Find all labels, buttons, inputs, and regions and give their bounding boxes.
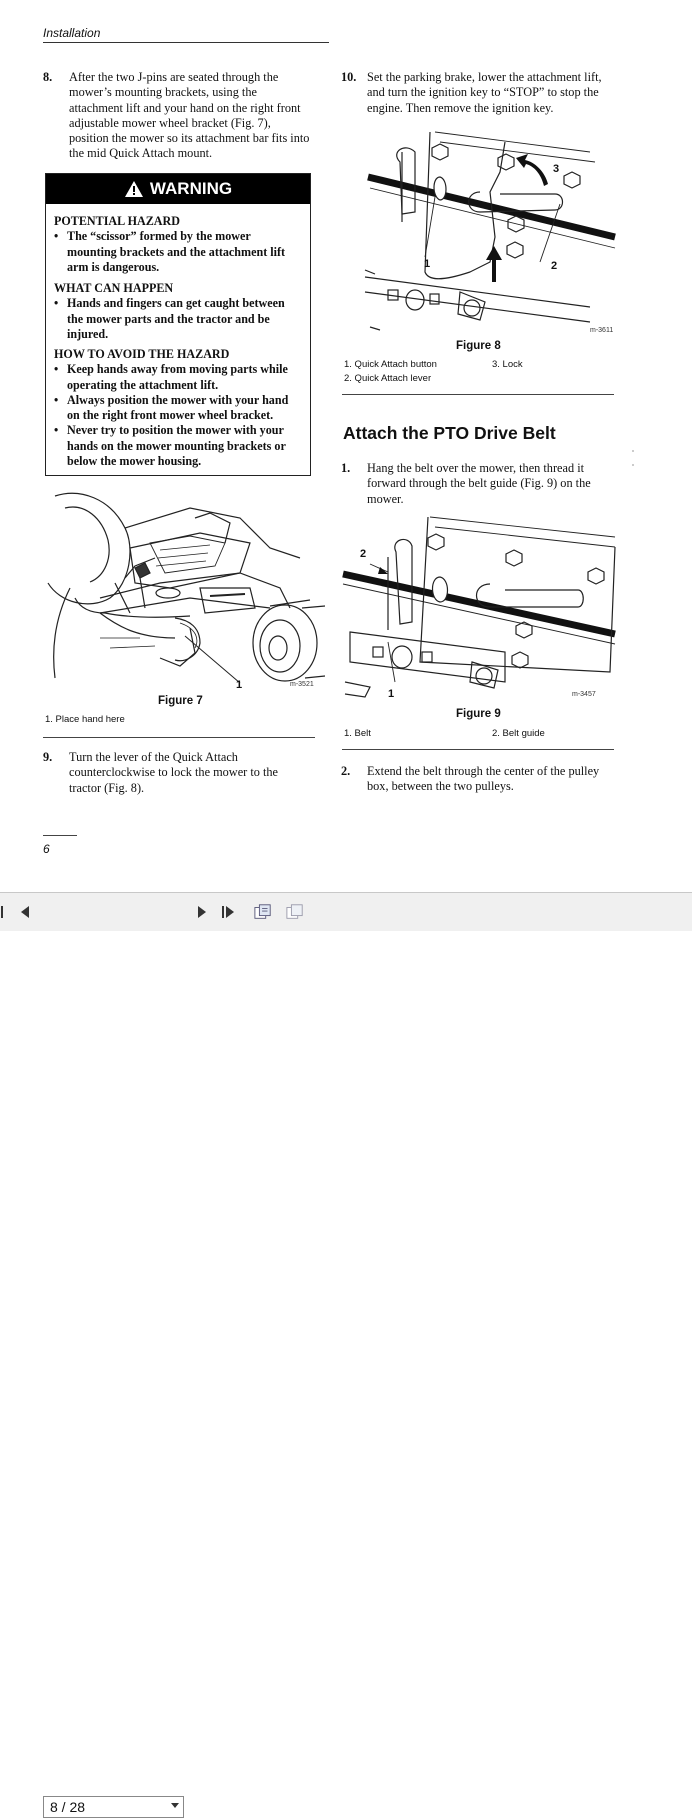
figure-9-caption: Figure 9 [456,708,501,720]
hazard-heading: POTENTIAL HAZARD [54,214,180,228]
line: hands on the mower mounting brackets or [67,438,286,453]
line: and turn the ignition key to “STOP” to s… [367,85,599,100]
figure-8-callout-1: 1 [424,258,430,270]
warning-box: WARNING POTENTIAL HAZARD The “scissor” f… [45,173,311,476]
figure-8-caption: Figure 8 [456,340,501,352]
step-text: Extend the belt through the center of th… [367,764,599,795]
figure-8-legend-item: 3. Lock [492,359,523,370]
line: position the mower so its attachment bar… [69,131,310,146]
step-number: 1. [341,461,351,475]
line: Always position the mower with your hand [67,392,289,407]
figure-7-legend-item: 1. Place hand here [45,714,125,725]
avoid-hazard-section: HOW TO AVOID THE HAZARD Keep hands away … [54,347,288,469]
hazard-bullet: Never try to position the mower with you… [54,423,288,469]
warning-title: WARNING [149,179,233,198]
hazard-heading: HOW TO AVOID THE HAZARD [54,347,230,361]
hazard-bullet: Keep hands away from moving parts while … [54,362,288,393]
line: Set the parking brake, lower the attachm… [367,70,602,84]
line: Never try to position the mower with you… [67,423,284,438]
fit-page-icon[interactable] [254,903,272,921]
page-number-value: 8 / 28 [50,1799,86,1815]
hazard-bullet: Always position the mower with your hand… [54,393,288,424]
line: mower. [367,491,404,506]
viewer-toolbar: 8 / 28 [0,892,692,1818]
line: on the right front mower wheel bracket. [67,408,274,423]
section-title: Attach the PTO Drive Belt [343,423,556,443]
warning-banner: WARNING [46,174,310,204]
hazard-heading: WHAT CAN HAPPEN [54,281,174,295]
step-number: 10. [341,70,357,84]
margin-mark [632,464,634,466]
line: attachment lift and your hand on the rig… [69,100,301,115]
figure-7-callout-1: 1 [236,679,242,691]
page-number-select[interactable]: 8 / 28 [43,1796,184,1818]
figure-9-callout-1: 1 [388,688,394,700]
step-number: 8. [43,70,53,84]
figure-7-caption: Figure 7 [158,695,203,707]
document-page: Installation 8. After the two J-pins are… [0,0,692,892]
step-text: Hang the belt over the mower, then threa… [367,461,591,507]
figure-8-callout-3: 3 [553,163,559,175]
line: below the mower housing. [67,454,202,469]
figure-8-rule [342,394,614,395]
line: tractor (Fig. 8). [69,780,145,795]
warning-triangle-icon [124,181,143,197]
hazard-bullet: The “scissor” formed by the mower mounti… [54,229,285,275]
figure-9-illustration: 2 1 m-3457 [342,516,616,700]
chevron-down-icon [171,1803,179,1808]
line: mounting brackets and the attachment lif… [67,244,286,259]
line: Turn the lever of the Quick Attach [69,750,238,764]
what-can-happen-section: WHAT CAN HAPPEN Hands and fingers can ge… [54,281,285,342]
figure-7-rule [43,737,315,738]
figure-8-callout-2: 2 [551,260,557,272]
line: the mower parts and the tractor and be [67,311,270,326]
step-text: Set the parking brake, lower the attachm… [367,70,602,116]
line: After the two J-pins are seated through … [69,70,279,84]
line: Hang the belt over the mower, then threa… [367,461,585,475]
first-page-icon[interactable] [0,903,12,921]
next-page-icon[interactable] [193,903,211,921]
step-text: Turn the lever of the Quick Attach count… [69,750,278,796]
line: box, between the two pulleys. [367,779,514,794]
line: operating the attachment lift. [67,377,219,392]
figure-7-illustration: 1 m-3521 [47,492,325,691]
fit-width-icon[interactable] [286,903,304,921]
figure-9-legend-item: 2. Belt guide [492,728,545,739]
line: The “scissor” formed by the mower [67,229,251,244]
line: Keep hands away from moving parts while [67,362,288,377]
page-number: 6 [43,842,50,856]
line: Hands and fingers can get caught between [67,296,285,311]
line: arm is dangerous. [67,259,160,274]
figure-8-illustration: 1 2 3 m-3611 [364,131,616,334]
figure-9-id: m-3457 [572,691,596,698]
footer-rule [43,835,77,836]
step-text: After the two J-pins are seated through … [69,70,309,162]
margin-mark [632,450,634,452]
figure-8-legend-item: 2. Quick Attach lever [344,373,432,384]
line: Extend the belt through the center of th… [367,764,600,778]
prev-page-icon[interactable] [16,903,34,921]
hazard-section: POTENTIAL HAZARD The “scissor” formed by… [54,214,285,275]
line: counterclockwise to lock the mower to th… [69,765,278,780]
line: the mid Quick Attach mount. [69,146,213,161]
hazard-bullet: Hands and fingers can get caught between… [54,296,285,342]
figure-8-legend-item: 1. Quick Attach button [344,359,437,370]
line: injured. [67,326,109,341]
figure-9-callout-2: 2 [360,548,366,560]
line: forward through the belt guide (Fig. 9) … [367,476,591,491]
line: adjustable mower wheel bracket (Fig. 7), [69,115,271,130]
last-page-icon[interactable] [221,903,239,921]
figure-9-rule [342,749,614,750]
line: mower’s mounting brackets, using the [69,85,257,100]
header-rule [43,42,329,43]
figure-7-id: m-3521 [290,681,314,688]
figure-9-legend-item: 1. Belt [344,728,371,739]
step-number: 2. [341,764,351,778]
line: engine. Then remove the ignition key. [367,100,554,115]
step-number: 9. [43,750,53,764]
figure-8-id: m-3611 [590,327,613,334]
running-header: Installation [43,26,101,40]
